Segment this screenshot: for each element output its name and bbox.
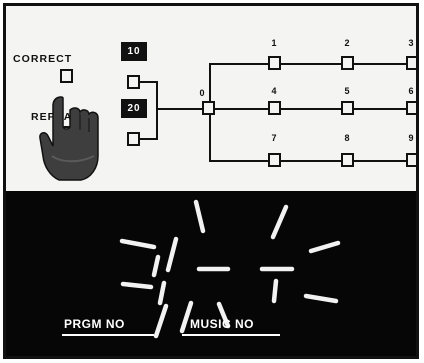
segment-mark: [156, 306, 166, 336]
segment-mark: [311, 243, 338, 251]
illustration-frame: CORRECT REPEAT 10 20 0 1 2 3: [3, 3, 419, 359]
connector: [209, 63, 211, 101]
key-7-button[interactable]: [268, 153, 281, 167]
segment-mark: [306, 296, 336, 301]
key-2-button[interactable]: [341, 56, 354, 70]
connector: [156, 108, 202, 110]
connector: [140, 81, 157, 83]
chip-20: 20: [121, 99, 147, 118]
segment-mark: [160, 283, 164, 303]
segment-mark: [123, 284, 151, 287]
grid-number-label: 5: [339, 86, 355, 96]
grid-number-label: 9: [403, 133, 419, 143]
key-10-button[interactable]: [127, 75, 140, 89]
button-panel: CORRECT REPEAT 10 20 0 1 2 3: [6, 6, 416, 191]
blinking-segment-readout: [6, 191, 416, 356]
program-number-label: PRGM NO: [64, 317, 125, 331]
music-underline: [182, 334, 280, 336]
chip-10: 10: [121, 42, 147, 61]
connector: [281, 108, 341, 110]
connector: [354, 108, 406, 110]
grid-number-label: 4: [266, 86, 282, 96]
key-1-button[interactable]: [268, 56, 281, 70]
node-zero-label: 0: [194, 88, 210, 98]
connector: [281, 160, 341, 162]
connector: [209, 160, 268, 162]
segment-display: PRGM NO MUSIC NO: [6, 191, 416, 356]
key-5-button[interactable]: [341, 101, 354, 115]
segment-mark: [154, 257, 158, 275]
grid-number-label: 2: [339, 38, 355, 48]
connector: [209, 63, 268, 65]
key-6-button[interactable]: [406, 101, 419, 115]
key-20-button[interactable]: [127, 132, 140, 146]
music-number-label: MUSIC NO: [190, 317, 254, 331]
connector: [156, 81, 158, 140]
segment-mark: [273, 207, 286, 237]
key-4-button[interactable]: [268, 101, 281, 115]
grid-number-label: 1: [266, 38, 282, 48]
pointing-hand-icon: [6, 6, 416, 191]
grid-number-label: 6: [403, 86, 419, 96]
connector: [354, 160, 406, 162]
segment-mark: [274, 281, 276, 301]
connector: [354, 63, 406, 65]
grid-number-label: 3: [403, 38, 419, 48]
segment-mark: [168, 239, 176, 270]
key-9-button[interactable]: [406, 153, 419, 167]
connector: [281, 63, 341, 65]
connector: [140, 138, 157, 140]
key-8-button[interactable]: [341, 153, 354, 167]
key-3-button[interactable]: [406, 56, 419, 70]
connector: [209, 115, 211, 161]
grid-number-label: 8: [339, 133, 355, 143]
program-underline: [62, 334, 154, 336]
connector: [215, 108, 268, 110]
segment-mark: [122, 241, 154, 247]
grid-number-label: 7: [266, 133, 282, 143]
key-0-button[interactable]: [202, 101, 215, 115]
segment-mark: [196, 202, 203, 231]
